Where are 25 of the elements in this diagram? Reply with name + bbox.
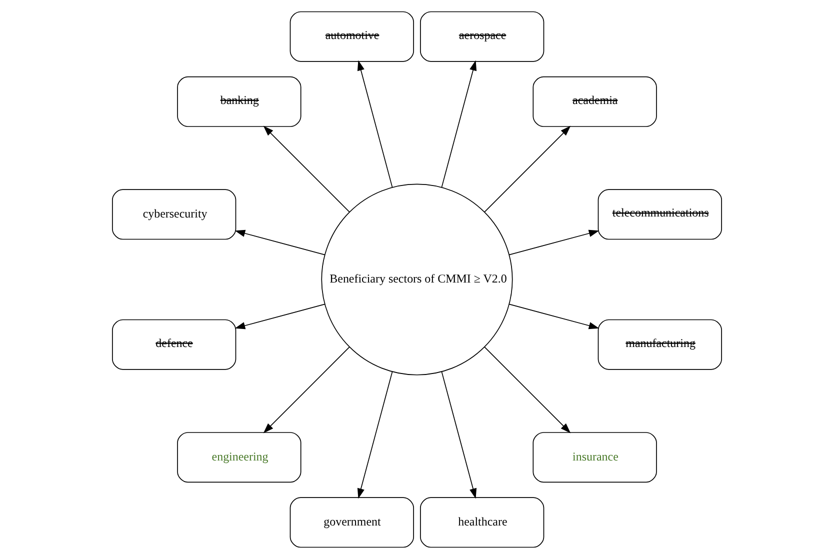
node-box: cybersecurity <box>112 189 236 240</box>
arrow <box>356 371 392 499</box>
arrow <box>484 346 570 434</box>
arrow <box>234 304 325 330</box>
arrow <box>508 304 599 330</box>
node-box: aerospace <box>420 11 544 62</box>
arrow <box>262 126 350 212</box>
node-box: healthcare <box>420 497 544 548</box>
node-box: automotive <box>289 11 414 62</box>
node-box: banking <box>176 76 301 127</box>
node-box: manufacturing <box>597 319 722 370</box>
arrow <box>234 230 325 256</box>
arrow <box>484 126 570 212</box>
node-box: government <box>289 497 414 548</box>
node-box: defence <box>112 319 236 370</box>
node-circle: Beneficiary sectors of CMMI ≥ V2.0 <box>320 184 512 376</box>
arrow <box>440 60 476 188</box>
arrow <box>262 346 350 434</box>
node-box: engineering <box>176 432 301 483</box>
node-box: insurance <box>532 432 656 483</box>
arrow <box>440 371 476 499</box>
node-box: telecommunications <box>597 189 722 240</box>
arrow <box>508 230 599 256</box>
arrow <box>356 60 392 188</box>
node-box: academia <box>532 76 656 127</box>
